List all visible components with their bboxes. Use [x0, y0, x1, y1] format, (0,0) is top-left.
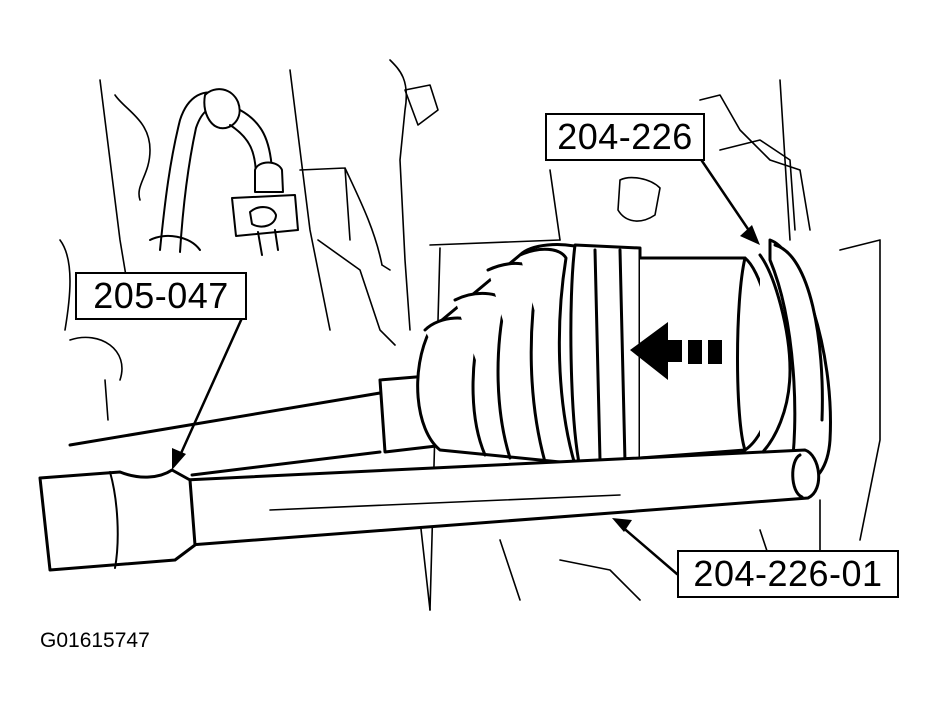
installer-ring: [768, 238, 832, 487]
brake-line: [149, 88, 299, 256]
axle-shaft: [68, 373, 447, 477]
cv-housing: [569, 243, 792, 470]
callout-204-226: 204-226: [545, 113, 705, 161]
cv-boot: [416, 243, 592, 467]
figure-id: G01615747: [40, 629, 150, 652]
leader-lines: [176, 156, 752, 576]
callout-205-047: 205-047: [75, 272, 247, 320]
background-structure: [59, 59, 881, 611]
direction-arrow: [630, 322, 722, 380]
callout-204-226-01: 204-226-01: [677, 550, 899, 598]
leader-arrowheads: [172, 225, 760, 532]
left-tool: [38, 468, 197, 572]
tool-rod: [183, 448, 821, 547]
